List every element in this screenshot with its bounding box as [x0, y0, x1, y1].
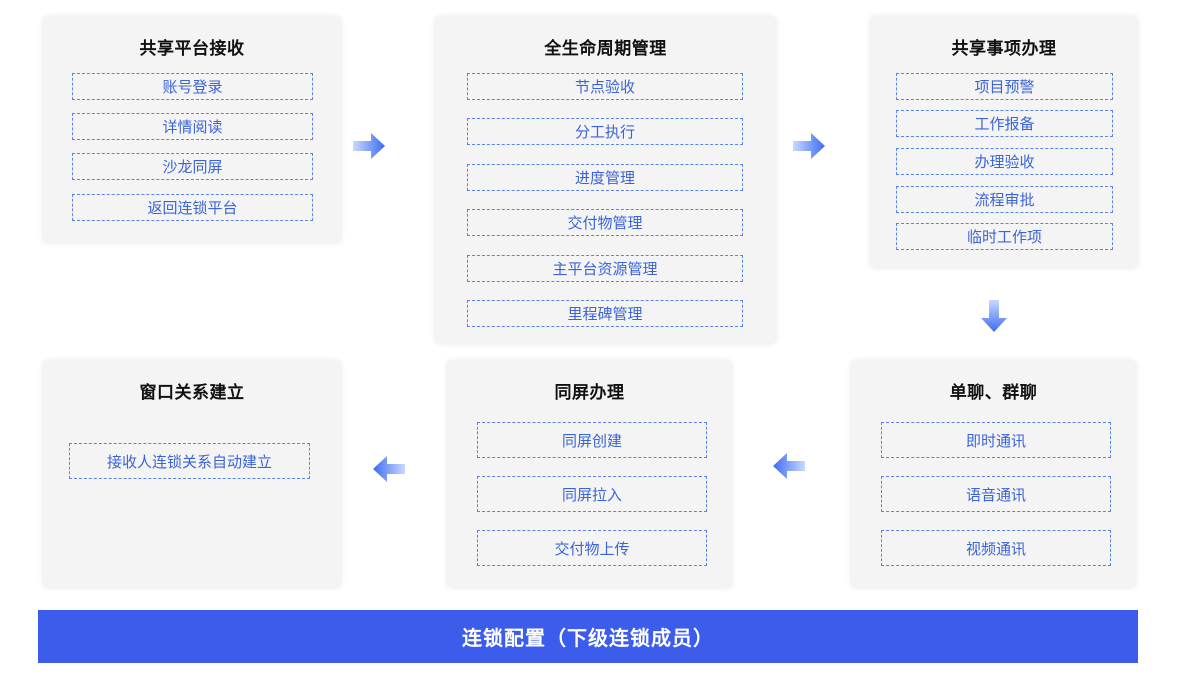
arrow-left-icon	[373, 456, 405, 482]
card-title: 同屏办理	[554, 383, 625, 403]
arrow-left-icon	[773, 453, 805, 479]
card-title: 窗口关系建立	[139, 383, 245, 403]
card-title: 全生命周期管理	[544, 39, 667, 59]
item-work-report[interactable]: 工作报备	[896, 110, 1113, 137]
item-deliverable-management[interactable]: 交付物管理	[467, 209, 743, 236]
arrow-down-icon	[981, 300, 1007, 332]
item-return-platform[interactable]: 返回连锁平台	[72, 194, 313, 221]
card-shared-affairs: 共享事项办理 项目预警 工作报备 办理验收 流程审批 临时工作项	[871, 17, 1137, 267]
item-salon-screen[interactable]: 沙龙同屏	[72, 153, 313, 180]
item-screen-join[interactable]: 同屏拉入	[477, 476, 707, 512]
item-video-communication[interactable]: 视频通讯	[881, 530, 1111, 566]
item-milestone-management[interactable]: 里程碑管理	[467, 300, 743, 327]
card-window-relation: 窗口关系建立 接收人连锁关系自动建立	[44, 361, 340, 587]
arrow-right-icon	[353, 133, 385, 159]
card-title: 共享事项办理	[951, 39, 1057, 59]
item-resource-management[interactable]: 主平台资源管理	[467, 255, 743, 282]
arrow-right-icon	[793, 133, 825, 159]
item-auto-relation[interactable]: 接收人连锁关系自动建立	[69, 443, 310, 479]
item-division-execution[interactable]: 分工执行	[467, 118, 743, 145]
item-process-approval[interactable]: 流程审批	[896, 186, 1113, 213]
item-account-login[interactable]: 账号登录	[72, 73, 313, 100]
item-node-acceptance[interactable]: 节点验收	[467, 73, 743, 100]
card-title: 单聊、群聊	[949, 383, 1038, 403]
item-deliverable-upload[interactable]: 交付物上传	[477, 530, 707, 566]
item-detail-read[interactable]: 详情阅读	[72, 113, 313, 140]
item-instant-messaging[interactable]: 即时通讯	[881, 422, 1111, 458]
item-handle-acceptance[interactable]: 办理验收	[896, 148, 1113, 175]
item-progress-management[interactable]: 进度管理	[467, 164, 743, 191]
card-title: 共享平台接收	[139, 39, 245, 59]
chain-config-banner: 连锁配置（下级连锁成员）	[38, 610, 1138, 663]
item-project-warning[interactable]: 项目预警	[896, 73, 1113, 100]
card-platform-receive: 共享平台接收 账号登录 详情阅读 沙龙同屏 返回连锁平台	[44, 17, 340, 242]
item-temporary-work[interactable]: 临时工作项	[896, 223, 1113, 250]
card-chat: 单聊、群聊 即时通讯 语音通讯 视频通讯	[852, 361, 1135, 587]
item-voice-communication[interactable]: 语音通讯	[881, 476, 1111, 512]
item-screen-create[interactable]: 同屏创建	[477, 422, 707, 458]
card-screen-share: 同屏办理 同屏创建 同屏拉入 交付物上传	[448, 361, 731, 587]
card-lifecycle: 全生命周期管理 节点验收 分工执行 进度管理 交付物管理 主平台资源管理 里程碑…	[436, 17, 775, 343]
